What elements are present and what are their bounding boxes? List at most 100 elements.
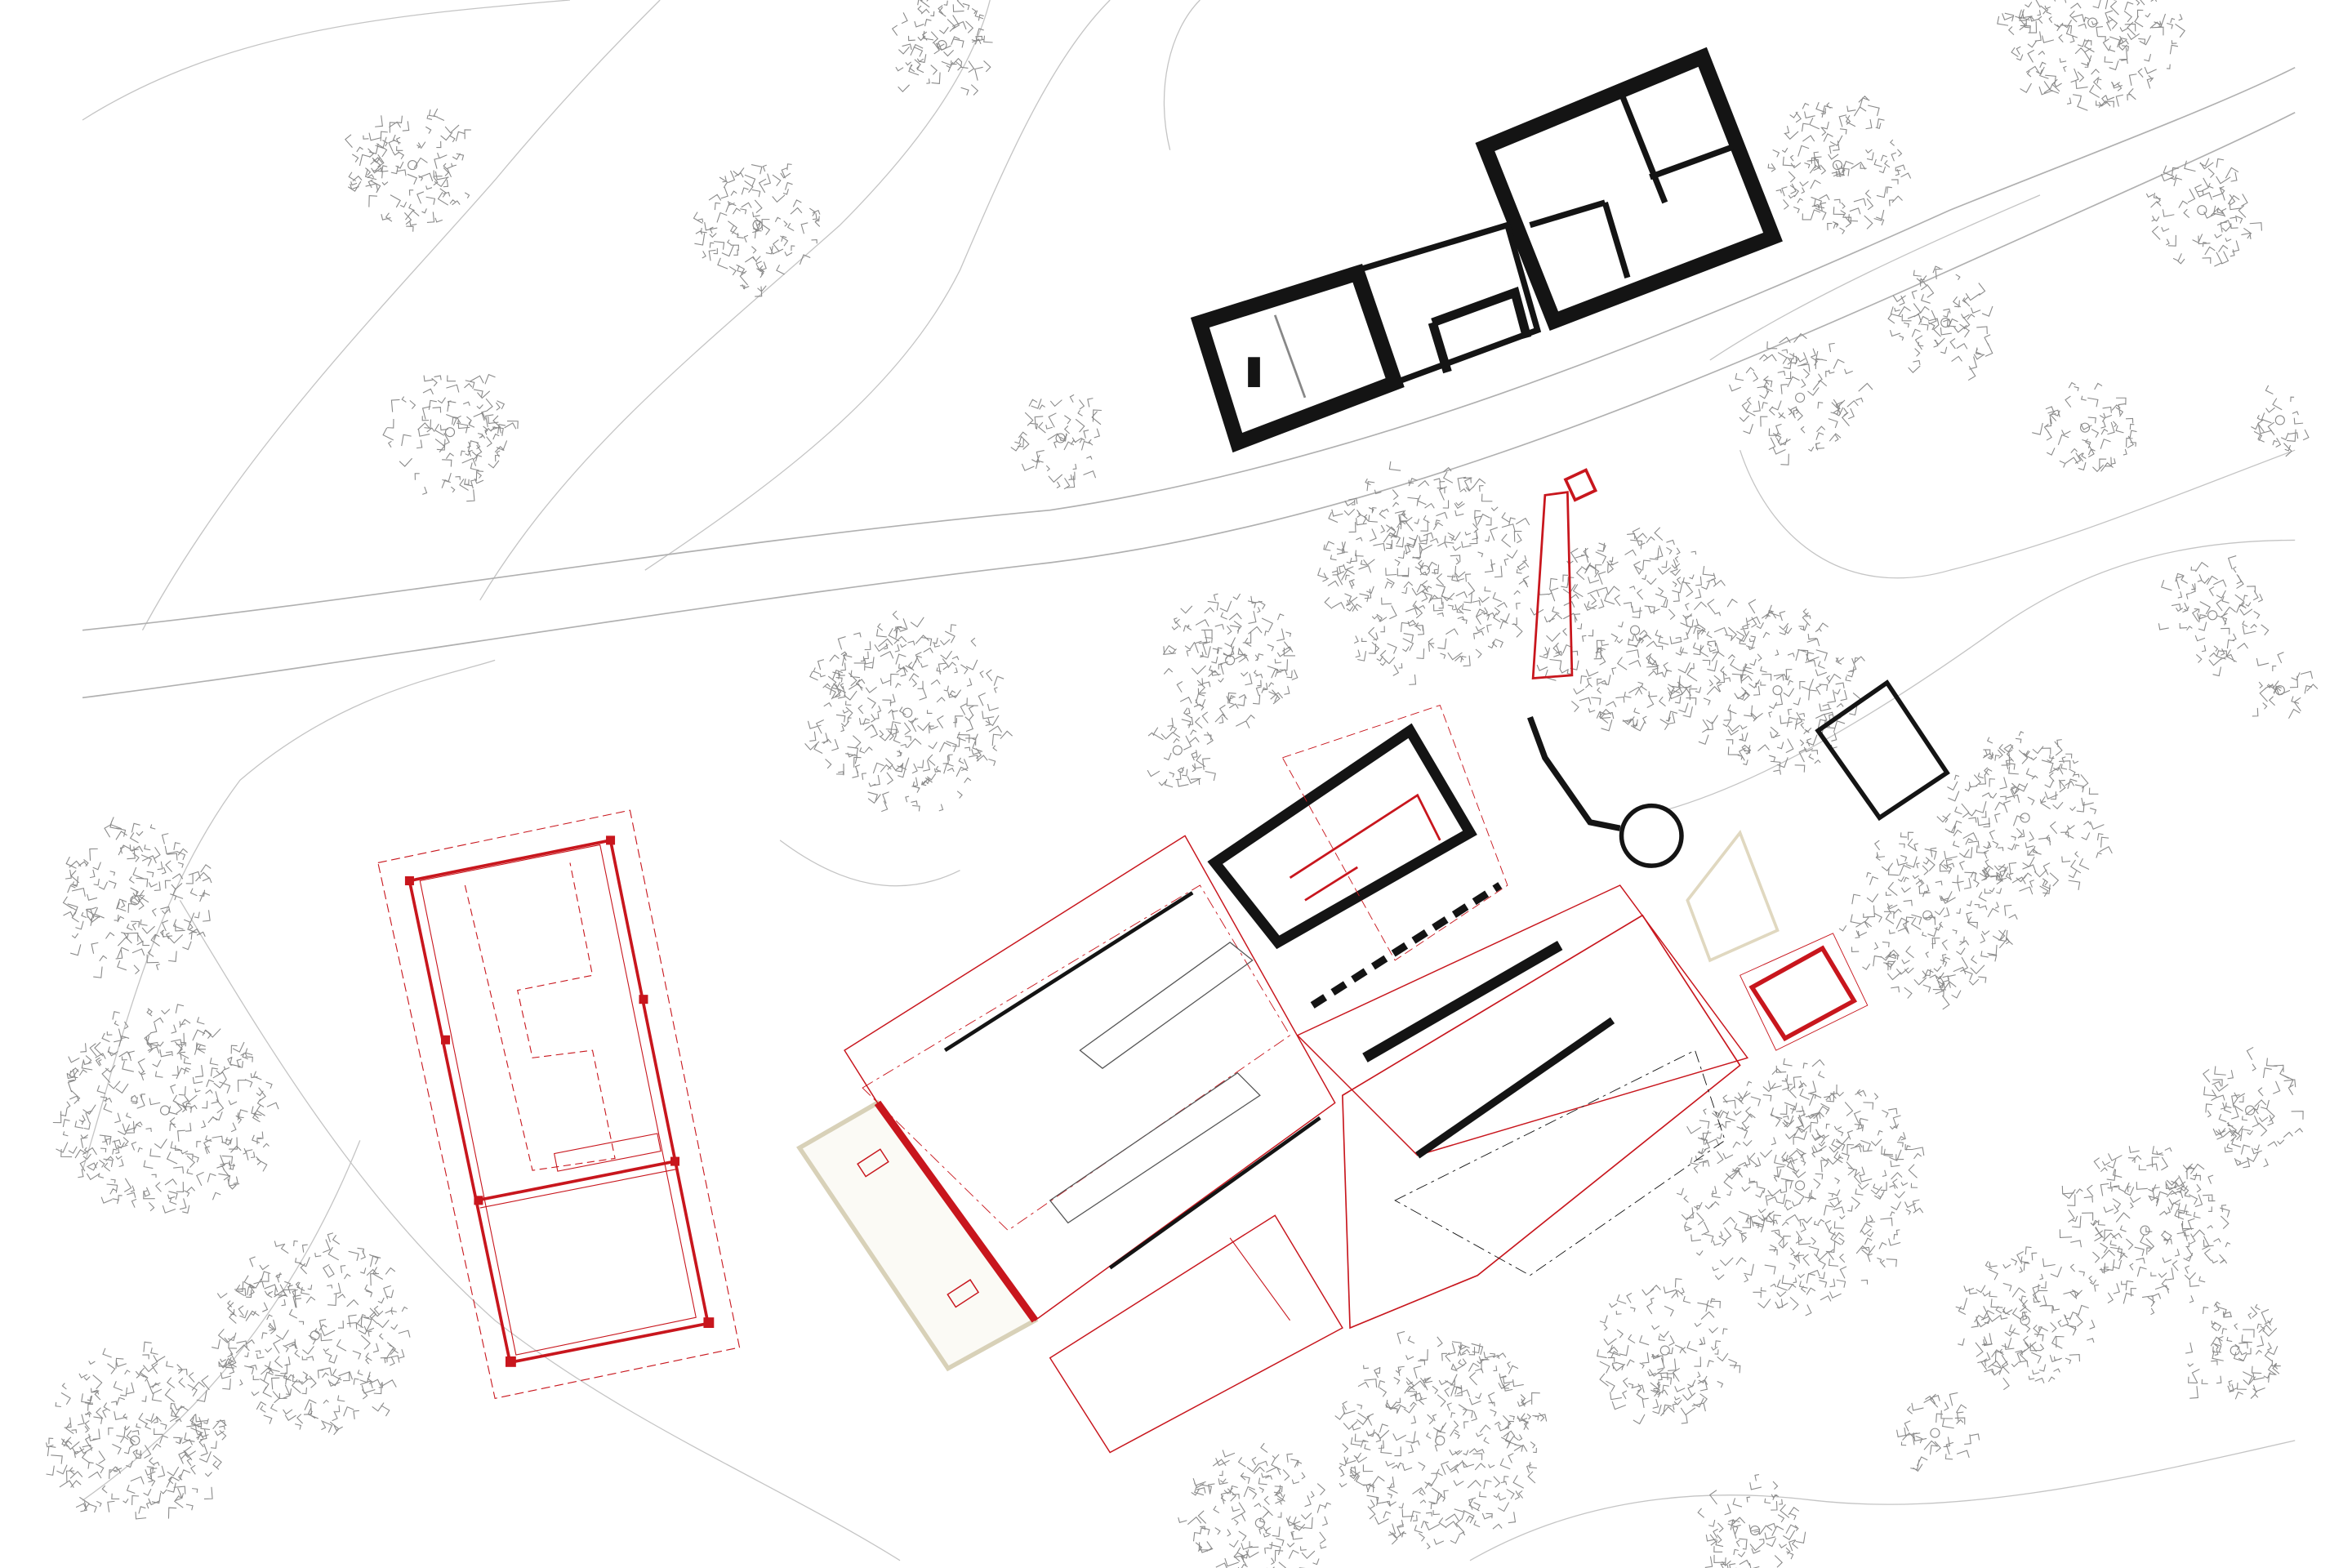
tree-canopy — [345, 108, 471, 232]
tree — [1838, 831, 2018, 1010]
tree-canopy — [2158, 555, 2270, 677]
tree-canopy — [52, 1004, 279, 1214]
tree-canopy — [804, 610, 1013, 813]
tree-trunk — [2274, 415, 2285, 425]
tree-canopy — [1162, 593, 1298, 728]
tree-trunk — [1225, 655, 1236, 666]
tree — [2185, 1301, 2281, 1400]
tree-trunk — [408, 160, 418, 171]
tree — [345, 108, 471, 232]
tree-canopy — [1147, 707, 1216, 788]
tree-canopy — [2032, 381, 2137, 473]
tree-trunk — [1795, 1180, 1806, 1191]
tree — [1334, 1330, 1548, 1550]
tree-trunk — [1749, 1526, 1761, 1536]
tree — [1997, 0, 2185, 111]
new-barn-west — [377, 809, 741, 1400]
tree — [1147, 707, 1216, 788]
tree-canopy — [1695, 599, 1865, 775]
tree — [52, 1004, 279, 1214]
tree-trunk — [310, 1330, 320, 1341]
tree-canopy — [2251, 385, 2310, 457]
tree — [2203, 1046, 2304, 1169]
tree-trunk — [1930, 1428, 1940, 1438]
terrain-contour-lines — [82, 0, 2296, 1561]
tree-trunk — [444, 427, 456, 438]
tree-trunk — [1629, 625, 1641, 635]
tree-trunk — [2080, 422, 2091, 433]
tree-canopy — [1936, 731, 2113, 898]
tree-trunk — [902, 707, 913, 718]
tree — [2251, 385, 2310, 457]
tree-canopy — [2059, 1146, 2231, 1316]
tree-canopy — [1530, 527, 1738, 732]
tree — [1317, 461, 1530, 685]
existing-farmhouse — [1190, 47, 1783, 453]
tree-canopy — [1887, 265, 1993, 381]
tree — [2032, 381, 2137, 473]
tree-trunk — [1055, 433, 1066, 443]
trees-vegetation — [46, 0, 2319, 1568]
tree — [2158, 555, 2270, 677]
tree-trunk — [1659, 1345, 1670, 1356]
tree — [1767, 95, 1912, 234]
tree-canopy — [1676, 1058, 1925, 1316]
tree-trunk — [159, 1105, 171, 1116]
tree-canopy — [1317, 461, 1530, 685]
tree-trunk — [2245, 1105, 2256, 1116]
tree-canopy — [1178, 1442, 1331, 1568]
tree-trunk — [1922, 910, 1933, 920]
tree-trunk — [1772, 685, 1783, 696]
tree — [382, 373, 519, 502]
tree — [1178, 1442, 1331, 1568]
tree-canopy — [212, 1232, 411, 1436]
tree — [1697, 1473, 1806, 1568]
tree-trunk — [2230, 1345, 2240, 1356]
tree-trunk — [2207, 610, 2218, 621]
tree — [212, 1232, 411, 1436]
tree — [2059, 1146, 2231, 1316]
tree-canopy — [1697, 1473, 1806, 1568]
tree — [46, 1341, 227, 1520]
tree-canopy — [1597, 1278, 1741, 1425]
tree-trunk — [2274, 685, 2285, 696]
tree-trunk — [1435, 1435, 1446, 1446]
tree-canopy — [46, 1341, 227, 1520]
tree-trunk — [1832, 160, 1843, 171]
tree-trunk — [1419, 565, 1430, 576]
tree — [804, 610, 1013, 813]
tree — [62, 817, 212, 978]
tree-canopy — [693, 163, 821, 297]
tree — [891, 0, 993, 96]
tree-canopy — [1955, 1246, 2096, 1391]
new-farm-complex — [796, 468, 1950, 1454]
tree-trunk — [752, 220, 763, 230]
tree — [1010, 394, 1102, 490]
tree-canopy — [1334, 1330, 1548, 1550]
tree — [1887, 265, 1993, 381]
tree-canopy — [2145, 158, 2262, 267]
tree-canopy — [2252, 652, 2319, 719]
tree-trunk — [1795, 392, 1806, 403]
tree-trunk — [1254, 1517, 1265, 1528]
tree-canopy — [1010, 394, 1102, 490]
tree — [2252, 652, 2319, 719]
access-road — [82, 66, 2296, 699]
tree-trunk — [1172, 745, 1183, 755]
tree — [1955, 1246, 2096, 1391]
tree-trunk — [937, 40, 947, 51]
tree-canopy — [1896, 1392, 1980, 1472]
tree — [1729, 332, 1873, 466]
tree-trunk — [2020, 813, 2030, 823]
tree-trunk — [2140, 1225, 2150, 1236]
tree-trunk — [1940, 317, 1951, 328]
tree-trunk — [2197, 205, 2207, 216]
tree-trunk — [2020, 1315, 2030, 1325]
tree-trunk — [130, 1435, 140, 1446]
tree-trunk — [130, 895, 140, 906]
tree-canopy — [891, 0, 993, 96]
tree — [1162, 593, 1298, 728]
tree — [693, 163, 821, 297]
tree — [1936, 731, 2113, 898]
